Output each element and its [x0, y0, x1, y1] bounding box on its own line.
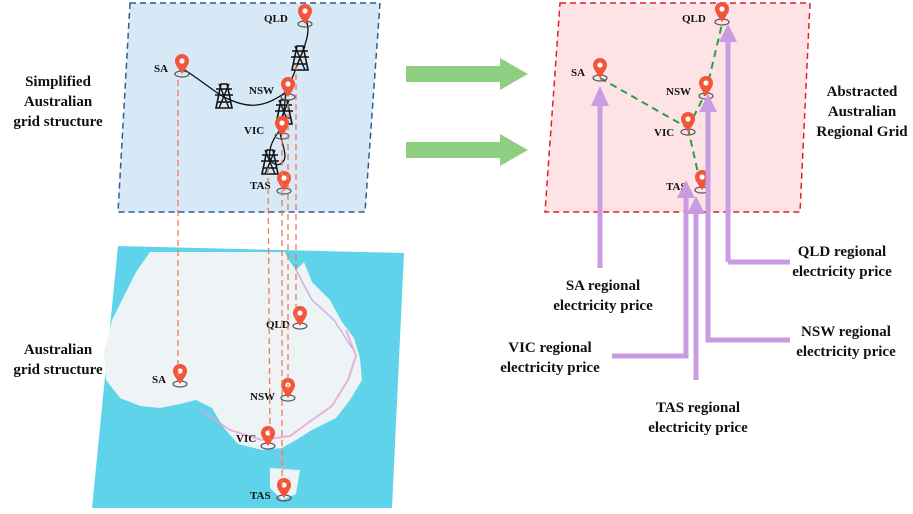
region-label-qld: QLD: [264, 13, 288, 25]
abstracted-grid-label: Abstracted Australian Regional Grid: [816, 84, 908, 140]
map-label-qld: QLD: [266, 319, 290, 331]
svg-text:Australian: Australian: [24, 94, 93, 110]
region-label-tas: TAS: [250, 180, 271, 192]
region-label-vic: VIC: [244, 125, 264, 137]
price-arrow-heads: [591, 24, 737, 214]
svg-text:Australian: Australian: [828, 104, 897, 120]
vic-price-label: VIC regional electricity price: [500, 340, 600, 376]
sa-price-label: SA regional electricity price: [553, 278, 653, 314]
svg-text:electricity price: electricity price: [796, 344, 896, 360]
map-label-vic: VIC: [236, 433, 256, 445]
svg-text:SA regional: SA regional: [566, 278, 640, 294]
svg-text:Abstracted: Abstracted: [827, 84, 898, 100]
australia-map-panel: QLD SA NSW VIC TAS: [92, 246, 404, 508]
abstract-label-qld: QLD: [682, 13, 706, 25]
svg-text:Regional Grid: Regional Grid: [816, 124, 908, 140]
region-label-nsw: NSW: [249, 85, 274, 97]
mainland-landmass: [104, 252, 362, 450]
svg-text:QLD regional: QLD regional: [798, 244, 886, 260]
svg-text:grid structure: grid structure: [13, 114, 103, 130]
svg-text:VIC regional: VIC regional: [508, 340, 591, 356]
svg-text:electricity price: electricity price: [648, 420, 748, 436]
map-label-tas: TAS: [250, 490, 271, 502]
abstracted-grid-panel: QLD SA NSW VIC TAS: [544, 1, 811, 213]
svg-text:electricity price: electricity price: [553, 298, 653, 314]
nsw-price-label: NSW regional electricity price: [796, 324, 896, 360]
map-label-nsw: NSW: [250, 391, 275, 403]
price-arrows: [597, 40, 790, 380]
projection-lines: [177, 64, 297, 488]
simplified-grid-label: Simplified Australian grid structure: [13, 74, 103, 130]
svg-text:electricity price: electricity price: [500, 360, 600, 376]
qld-price-label: QLD regional electricity price: [792, 244, 892, 280]
svg-text:Simplified: Simplified: [25, 74, 92, 90]
abstract-label-nsw: NSW: [666, 86, 691, 98]
svg-text:Australian: Australian: [24, 342, 93, 358]
svg-text:NSW regional: NSW regional: [801, 324, 891, 340]
map-label-sa: SA: [152, 374, 166, 386]
svg-text:TAS regional: TAS regional: [656, 400, 740, 416]
region-label-sa: SA: [154, 63, 168, 75]
abstract-label-vic: VIC: [654, 127, 674, 139]
tas-price-label: TAS regional electricity price: [648, 400, 748, 436]
simplified-grid-panel: QLD SA NSW VIC TAS: [117, 2, 381, 213]
svg-text:grid structure: grid structure: [13, 362, 103, 378]
right-arrow-icon: [406, 134, 528, 166]
abstract-label-sa: SA: [571, 67, 585, 79]
svg-text:electricity price: electricity price: [792, 264, 892, 280]
right-arrow-icon: [406, 58, 528, 90]
australian-grid-label: Australian grid structure: [13, 342, 103, 378]
